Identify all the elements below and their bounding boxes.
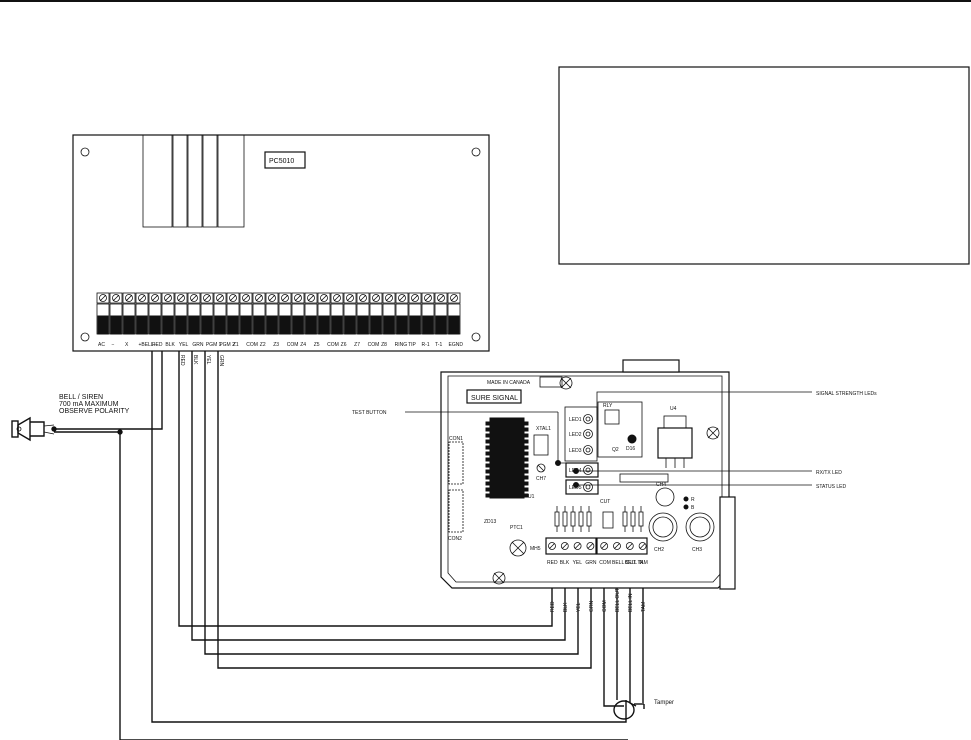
bottom-wire-label: BLK	[563, 602, 569, 612]
module-terminal-label: COM	[599, 560, 611, 566]
panel-terminal-label: PGM 1	[206, 342, 222, 348]
panel-terminal-label: Z5	[314, 342, 320, 348]
panel-terminal-label: PGM 2	[219, 342, 235, 348]
callout-rxtx: RX/TX LED	[816, 470, 842, 476]
panel-terminal-label: COM	[368, 342, 380, 348]
bottom-wire-label: TAM	[641, 602, 647, 612]
module-terminal-label: RED	[547, 560, 558, 566]
callout-lines	[405, 391, 812, 488]
led-label: LED5	[569, 485, 582, 491]
module-terminal-label: TAM	[638, 560, 648, 566]
q2-label: Q2	[612, 447, 619, 453]
led-label: LED3	[569, 448, 582, 454]
r-label: R	[691, 497, 695, 503]
con1-label: CON1	[449, 436, 463, 442]
panel-terminal-label: Z8	[381, 342, 387, 348]
wiring	[54, 351, 645, 740]
d16-label: D16	[626, 446, 635, 452]
chip-ch7-label: CH7	[536, 476, 546, 482]
ch3-label: CH3	[692, 547, 702, 553]
siren-label-1: BELL / SIREN	[59, 394, 103, 401]
con2-label: CON2	[448, 536, 462, 542]
module-title: SURE SIGNAL	[471, 395, 518, 402]
chip-xtal-label: XTAL1	[536, 426, 551, 432]
panel-terminal-label: +BELL−	[138, 342, 156, 348]
led-label: LED1	[569, 417, 582, 423]
panel-wire-label: BLK	[192, 355, 198, 365]
panel-terminal-label: R-1	[422, 342, 430, 348]
panel-terminal-label: T-1	[435, 342, 442, 348]
panel-terminal-label: RING	[395, 342, 408, 348]
panel-terminal-label: YEL	[179, 342, 189, 348]
panel-terminal-label: RED	[152, 342, 163, 348]
mh5-label: MH5	[530, 546, 541, 552]
bottom-wire-label: YEL	[576, 602, 582, 612]
bottom-wire-label: BELL OUT	[615, 588, 621, 612]
bottom-wire-label: COM	[602, 600, 608, 612]
callout-signal-strength: SIGNAL STRENGTH LEDs	[816, 391, 877, 397]
panel-wire-label: GRN	[218, 355, 224, 367]
zd13-label: ZD13	[484, 519, 496, 525]
sure-signal-module: MADE IN CANADA SURE SIGNAL U1 XTAL1 CH7 …	[440, 359, 736, 590]
panel-terminal-label: Z1	[233, 342, 239, 348]
made-in-label: MADE IN CANADA	[487, 380, 531, 386]
module-terminal-label: BLK	[560, 560, 570, 566]
model-label-box	[264, 151, 306, 169]
panel-terminal-label: −	[111, 342, 114, 348]
led-label: LED2	[569, 432, 582, 438]
bell-siren	[11, 416, 57, 442]
panel-terminal-label: COM	[287, 342, 299, 348]
callout-test-button: TEST BUTTON	[352, 410, 387, 416]
bottom-wire-label: GRN	[589, 601, 595, 613]
siren-label-2: 700 mA MAXIMUM	[59, 401, 119, 408]
bottom-wire-label: BELL IN	[628, 593, 634, 612]
panel-terminal-label: Z4	[300, 342, 306, 348]
callout-status: STATUS LED	[816, 484, 846, 490]
rly-label: RLY	[603, 403, 613, 409]
note-box	[558, 66, 970, 265]
panel-terminal-label: COM	[327, 342, 339, 348]
module-terminal-label: BELL OUT	[612, 560, 636, 566]
panel-terminal-label: Z3	[273, 342, 279, 348]
b-label: B	[691, 505, 695, 511]
panel-terminal-label: GRN	[192, 342, 204, 348]
module-terminal-label: YEL	[573, 560, 583, 566]
panel-terminal-label: EGND	[449, 342, 464, 348]
panel-terminal-label: Z2	[260, 342, 266, 348]
chip-u1-label: U1	[528, 494, 535, 500]
model-label: PC5010	[269, 158, 294, 165]
panel-wire-label: RED	[179, 355, 185, 366]
module-terminal-label: GRN	[585, 560, 597, 566]
panel-terminal-label: AC	[98, 342, 105, 348]
u4-label: U4	[670, 406, 677, 412]
panel-terminal-label: Z7	[354, 342, 360, 348]
module-terminal-label: BELL IN	[625, 560, 644, 566]
ch2-label: CH2	[654, 547, 664, 553]
module-title-box	[466, 389, 522, 404]
panel-terminal-label: Z6	[341, 342, 347, 348]
panel-wire-label: YEL	[205, 355, 211, 365]
ptc1-label: PTC1	[510, 525, 523, 531]
bottom-wire-label: RED	[550, 601, 556, 612]
siren-label-3: OBSERVE POLARITY	[59, 408, 130, 415]
panel-terminal-label: TIP	[408, 342, 416, 348]
cut-label: CUT	[600, 499, 610, 505]
tamper-label: Tamper	[654, 700, 674, 706]
panel-terminal-label: BLK	[165, 342, 175, 348]
panel-terminal-label: X	[125, 342, 129, 348]
panel-terminal-label: COM	[246, 342, 258, 348]
